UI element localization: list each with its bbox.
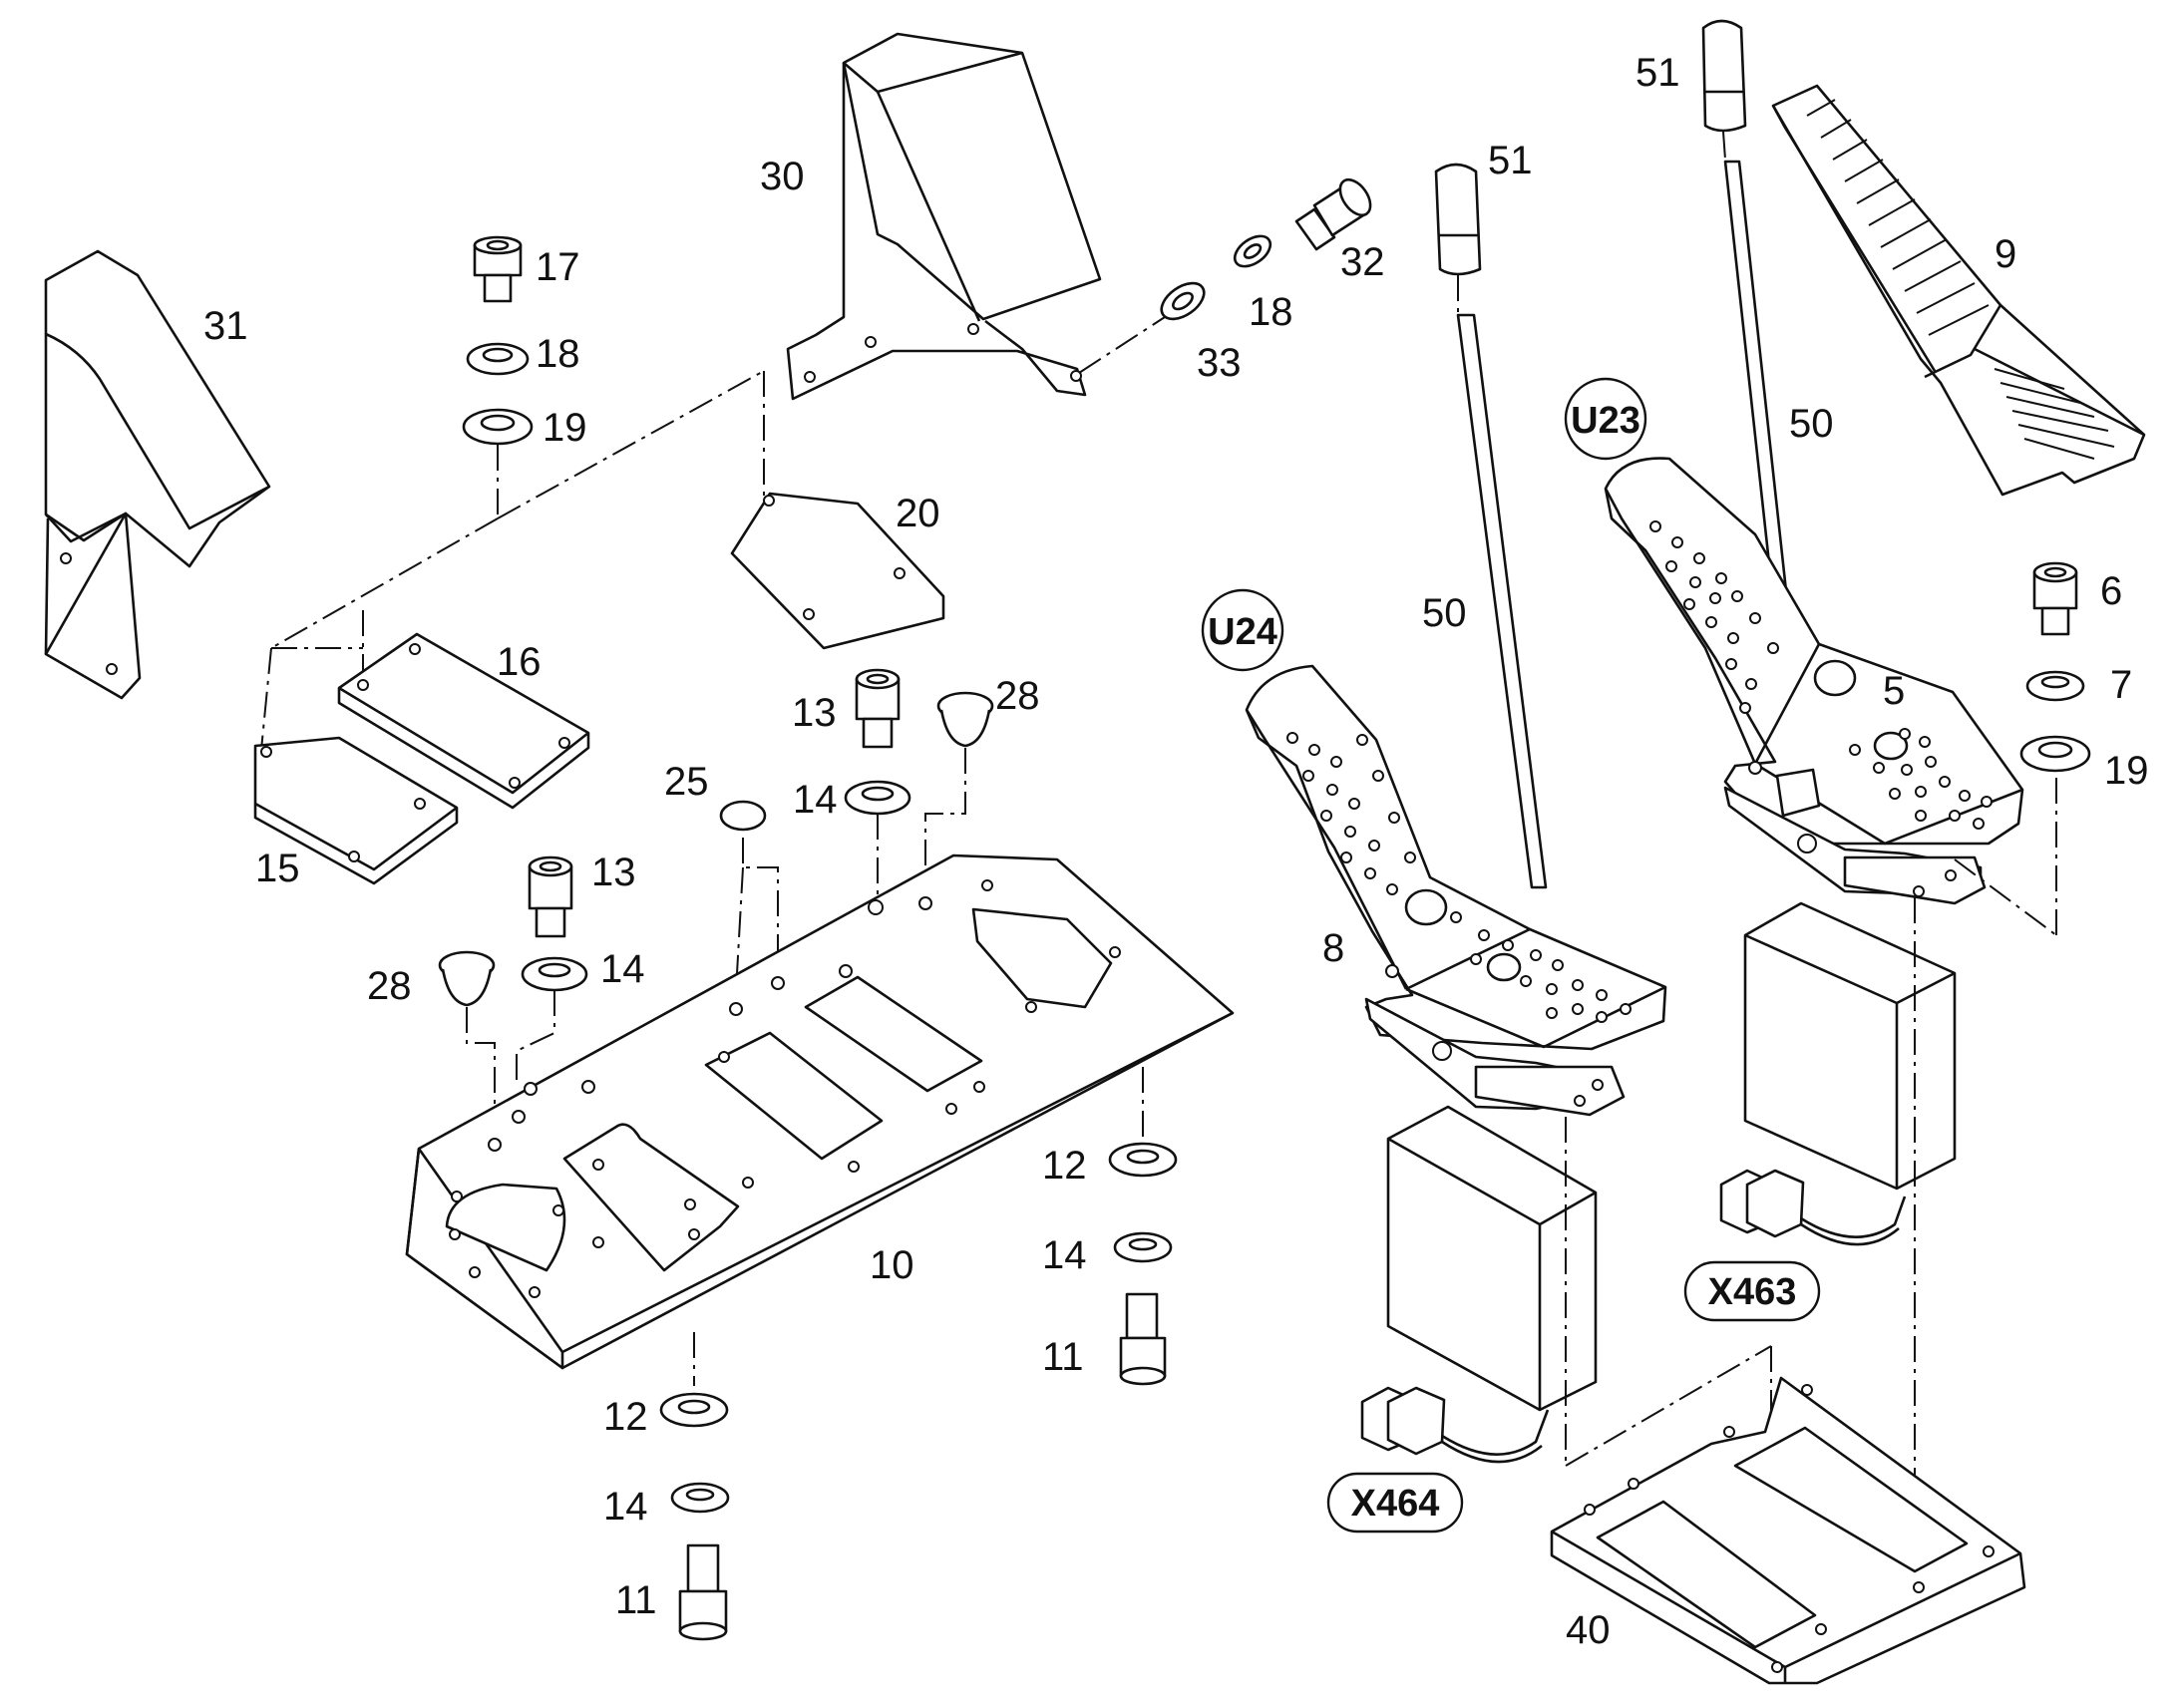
part-number-labels: 31 30 32 18 33 17 18 19 20 16 15 13 28 2… — [203, 51, 2149, 1652]
part-32-screw — [1294, 177, 1372, 251]
part-18-washer — [466, 342, 530, 376]
label-13: 13 — [591, 851, 636, 894]
part-50-rod-left — [1456, 313, 1548, 889]
label-51: 51 — [1488, 139, 1533, 182]
part-17-screw — [473, 235, 523, 303]
part-9-pedal-pad — [1771, 84, 2146, 497]
sensor-box-u24 — [1386, 1105, 1598, 1412]
part-12-washer-bottom — [659, 1392, 729, 1428]
label-19: 19 — [2104, 749, 2149, 793]
label-50: 50 — [1789, 402, 1834, 446]
label-31: 31 — [203, 304, 248, 348]
part-12-washer-right — [1108, 1142, 1178, 1178]
tag-u24: U24 — [1201, 588, 1284, 672]
label-13: 13 — [792, 691, 837, 735]
part-28-plug-left — [438, 950, 496, 1007]
tag-u24-text: U24 — [1208, 611, 1277, 653]
part-10-base-plate — [405, 854, 1235, 1370]
label-50: 50 — [1422, 591, 1467, 635]
label-7: 7 — [2110, 663, 2132, 707]
part-14-washer-upper — [844, 780, 911, 816]
label-11: 11 — [1042, 1335, 1084, 1379]
part-5-pedal-u23 — [1604, 457, 2024, 905]
part-40-mounting-plate — [1550, 1376, 2026, 1685]
label-14: 14 — [1042, 1233, 1087, 1277]
tag-u23: U23 — [1564, 377, 1647, 461]
part-14-washer-left — [521, 956, 588, 992]
part-14-washer-bottom — [670, 1482, 730, 1514]
tag-u23-text: U23 — [1571, 400, 1640, 442]
part-11-screw-right — [1119, 1292, 1167, 1386]
label-10: 10 — [870, 1243, 914, 1287]
pedal-u24-perforations — [1286, 732, 1632, 1023]
part-25-plug — [719, 800, 767, 832]
tag-x464: X464 — [1326, 1472, 1464, 1534]
label-18: 18 — [536, 332, 580, 376]
part-30-cover — [786, 32, 1166, 401]
part-11-screw-bottom — [678, 1543, 728, 1641]
label-12: 12 — [603, 1395, 648, 1439]
label-28: 28 — [367, 964, 412, 1008]
label-19: 19 — [543, 406, 587, 450]
label-15: 15 — [255, 847, 300, 890]
part-13-screw-left — [528, 855, 573, 938]
label-11: 11 — [615, 1578, 657, 1622]
connector-x463 — [1719, 1169, 1907, 1246]
part-18-spring-washer — [1233, 234, 1272, 268]
label-9: 9 — [1995, 232, 2016, 276]
part-51-knob-right — [1701, 19, 1747, 133]
part-16-plate — [337, 632, 590, 810]
part-6-screw — [2032, 561, 2078, 636]
label-14: 14 — [603, 1485, 648, 1529]
part-14-washer-right — [1113, 1231, 1173, 1263]
part-8-pedal-u24 — [1245, 664, 1667, 1117]
tag-x464-text: X464 — [1351, 1483, 1440, 1525]
part-33-washer — [1160, 281, 1206, 321]
part-15-plate — [253, 736, 459, 885]
label-16: 16 — [497, 640, 542, 684]
part-51-knob-left — [1434, 163, 1482, 276]
label-25: 25 — [664, 760, 709, 804]
label-51: 51 — [1635, 51, 1680, 95]
label-14: 14 — [600, 947, 645, 991]
pedal-u23-perforations — [1649, 520, 1993, 830]
part-31-side-cover — [44, 249, 271, 700]
label-5: 5 — [1883, 669, 1905, 713]
label-30: 30 — [760, 155, 805, 198]
label-32: 32 — [1340, 240, 1385, 284]
part-20-plate — [730, 492, 945, 650]
label-17: 17 — [536, 245, 580, 289]
label-6: 6 — [2100, 569, 2122, 613]
part-28-plug-upper — [936, 691, 994, 748]
connector-x464 — [1360, 1386, 1550, 1464]
part-19-washer-right — [2019, 735, 2091, 773]
label-12: 12 — [1042, 1144, 1087, 1188]
label-14: 14 — [793, 778, 838, 822]
part-13-screw-upper — [855, 668, 901, 749]
label-28: 28 — [995, 674, 1040, 718]
label-40: 40 — [1566, 1608, 1611, 1652]
part-19-washer — [462, 408, 534, 446]
label-33: 33 — [1197, 341, 1242, 385]
tag-x463-text: X463 — [1708, 1271, 1797, 1313]
tag-x463: X463 — [1683, 1260, 1821, 1322]
label-18: 18 — [1249, 290, 1293, 334]
sensor-box-u23 — [1743, 901, 1957, 1191]
part-7-washer — [2025, 670, 2085, 702]
label-20: 20 — [896, 492, 940, 535]
label-8: 8 — [1322, 926, 1344, 970]
